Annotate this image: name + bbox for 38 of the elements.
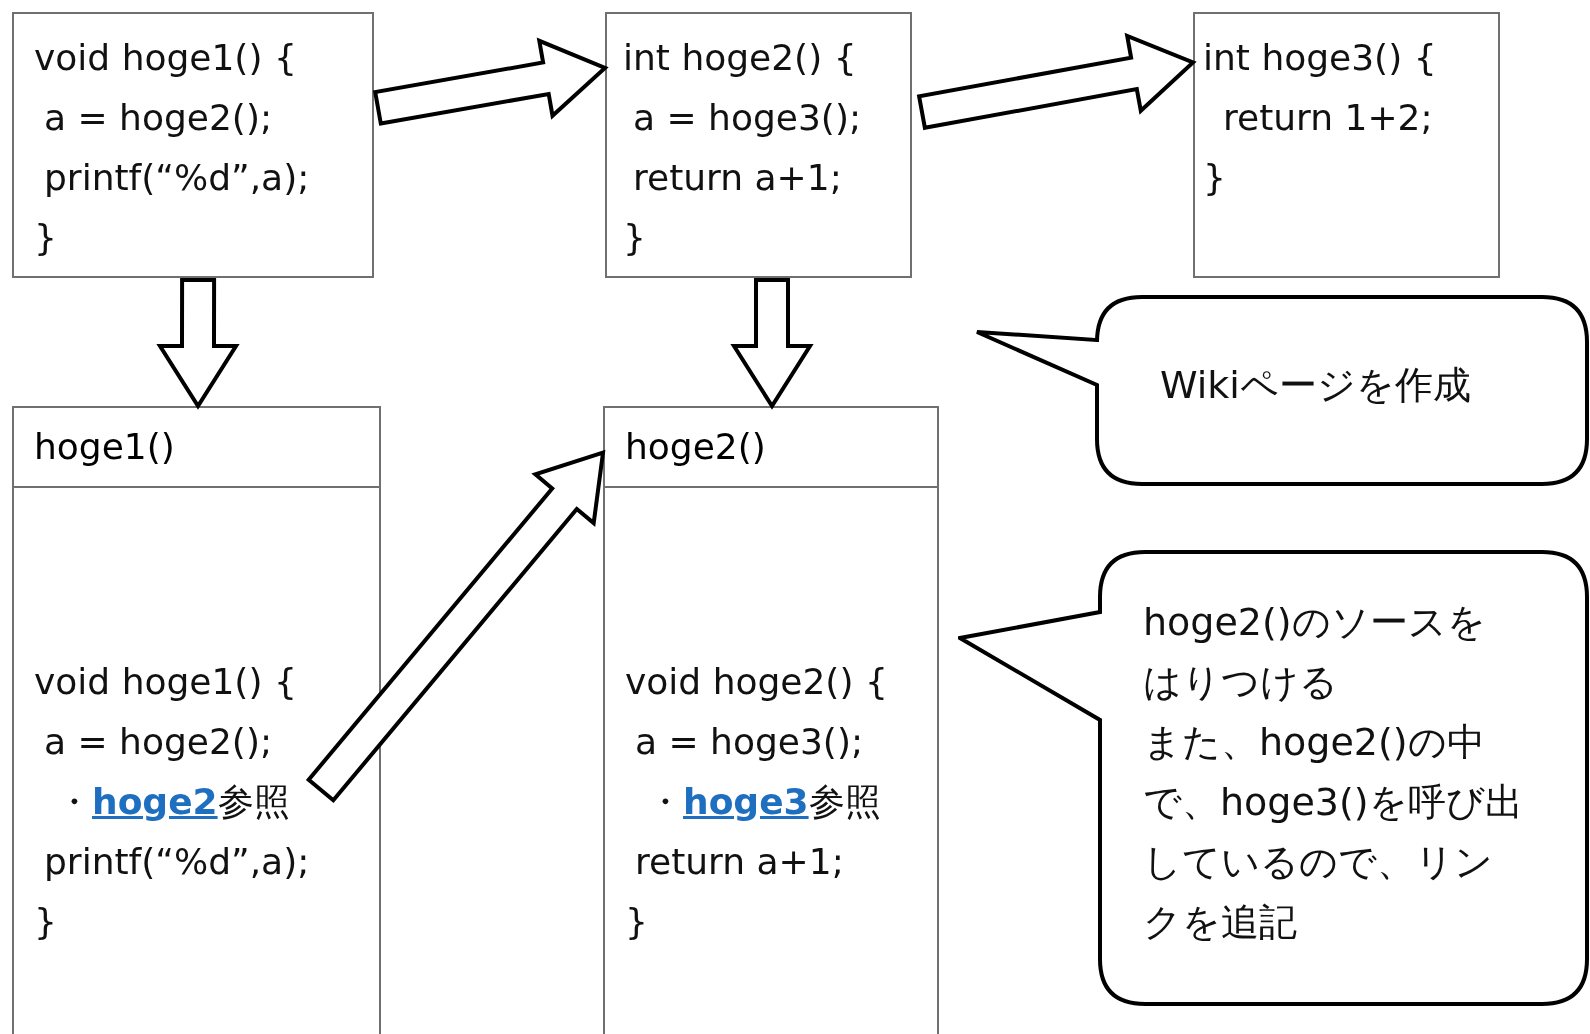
code-line: int hoge3() {: [1203, 36, 1437, 80]
wiki-page-box: [12, 406, 381, 1034]
code-line: a = hoge2();: [44, 720, 273, 764]
code-line: return a+1;: [633, 156, 842, 200]
code-line: printf(“%d”,a);: [44, 840, 310, 884]
wiki-page-box: [603, 406, 939, 1034]
code-line: a = hoge3();: [633, 96, 862, 140]
code-line: ・hoge3参照: [647, 780, 881, 824]
page-title: hoge2(): [605, 408, 937, 488]
callout-text: Wikiページを作成: [1160, 362, 1472, 409]
code-box: [605, 12, 912, 278]
code-line: ・hoge2参照: [56, 780, 290, 824]
callout-text: hoge2()のソースをはりつける: [1143, 599, 1487, 706]
page-title: hoge1(): [14, 408, 379, 488]
block-arrow: [305, 449, 606, 804]
speech-bubble: [975, 295, 1590, 487]
block-arrow: [730, 278, 814, 410]
block-arrow: [916, 32, 1197, 131]
code-line: return a+1;: [635, 840, 844, 884]
code-line: }: [625, 900, 648, 944]
code-line: }: [34, 216, 57, 260]
code-line: return 1+2;: [1223, 96, 1433, 140]
callout-text: また、hoge2()の中で、hoge3()を呼び出しているので、リンクを追記: [1143, 719, 1523, 946]
code-line: }: [1203, 156, 1226, 200]
code-box: [1193, 12, 1500, 278]
code-line: a = hoge2();: [44, 96, 273, 140]
code-line: void hoge1() {: [34, 36, 297, 80]
code-line: int hoge2() {: [623, 36, 857, 80]
code-line: }: [623, 216, 646, 260]
code-line: a = hoge3();: [635, 720, 864, 764]
code-line: }: [34, 900, 57, 944]
code-line: printf(“%d”,a);: [44, 156, 310, 200]
speech-bubble: [958, 550, 1590, 1007]
block-arrow: [372, 37, 609, 126]
code-line: void hoge1() {: [34, 660, 297, 704]
code-box: [12, 12, 374, 278]
code-line: void hoge2() {: [625, 660, 888, 704]
block-arrow: [156, 278, 240, 410]
